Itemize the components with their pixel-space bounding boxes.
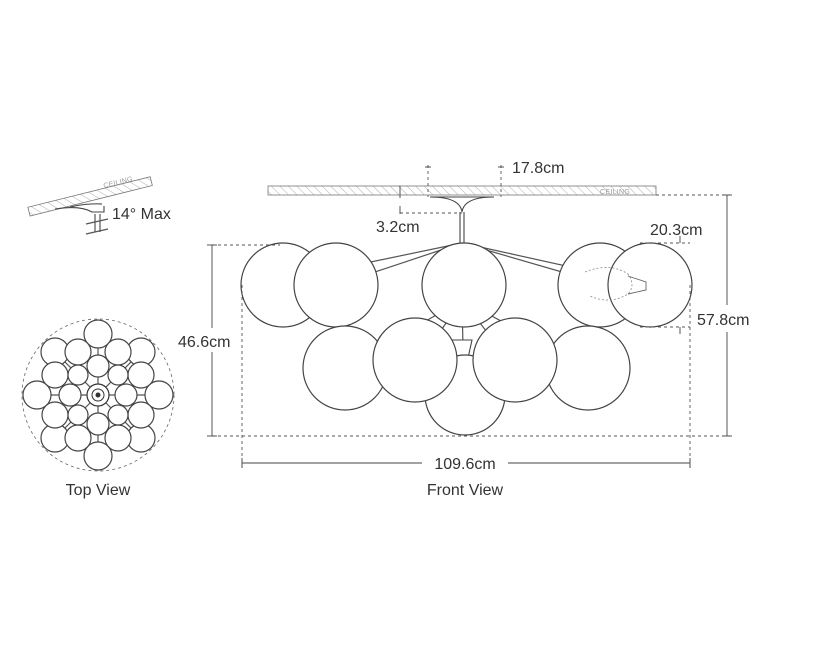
top-view-label: Top View — [66, 482, 131, 499]
top-view-drawing — [21, 318, 175, 472]
dim-overall-height: 57.8cm — [470, 194, 749, 437]
ceiling-label-main: CEILING — [600, 189, 630, 196]
dim-globe-diameter: 20.3cm — [640, 222, 702, 334]
sloped-ceiling-detail: CEILING 14° Max — [27, 176, 171, 235]
overall-width-label: 109.6cm — [434, 456, 495, 473]
overall-height-label: 57.8cm — [697, 312, 749, 329]
bulb-sketch — [584, 267, 647, 301]
ceiling-plate: CEILING — [267, 185, 657, 196]
front-view-label: Front View — [427, 482, 504, 499]
dim-canopy-width: 17.8cm — [425, 160, 564, 197]
globe-diameter-label: 20.3cm — [650, 222, 702, 239]
body-height-label: 46.6cm — [178, 334, 230, 351]
slope-max-label: 14° Max — [112, 206, 171, 223]
canopy-width-label: 17.8cm — [512, 160, 564, 177]
globes-middle-row — [302, 317, 631, 436]
globes-top-row — [240, 242, 693, 328]
canopy — [429, 196, 495, 243]
canopy-height-label: 3.2cm — [376, 219, 420, 236]
dim-canopy-height: 3.2cm — [376, 186, 462, 236]
dim-overall-width: 109.6cm — [241, 285, 691, 473]
dim-body-height: 46.6cm — [178, 244, 470, 437]
